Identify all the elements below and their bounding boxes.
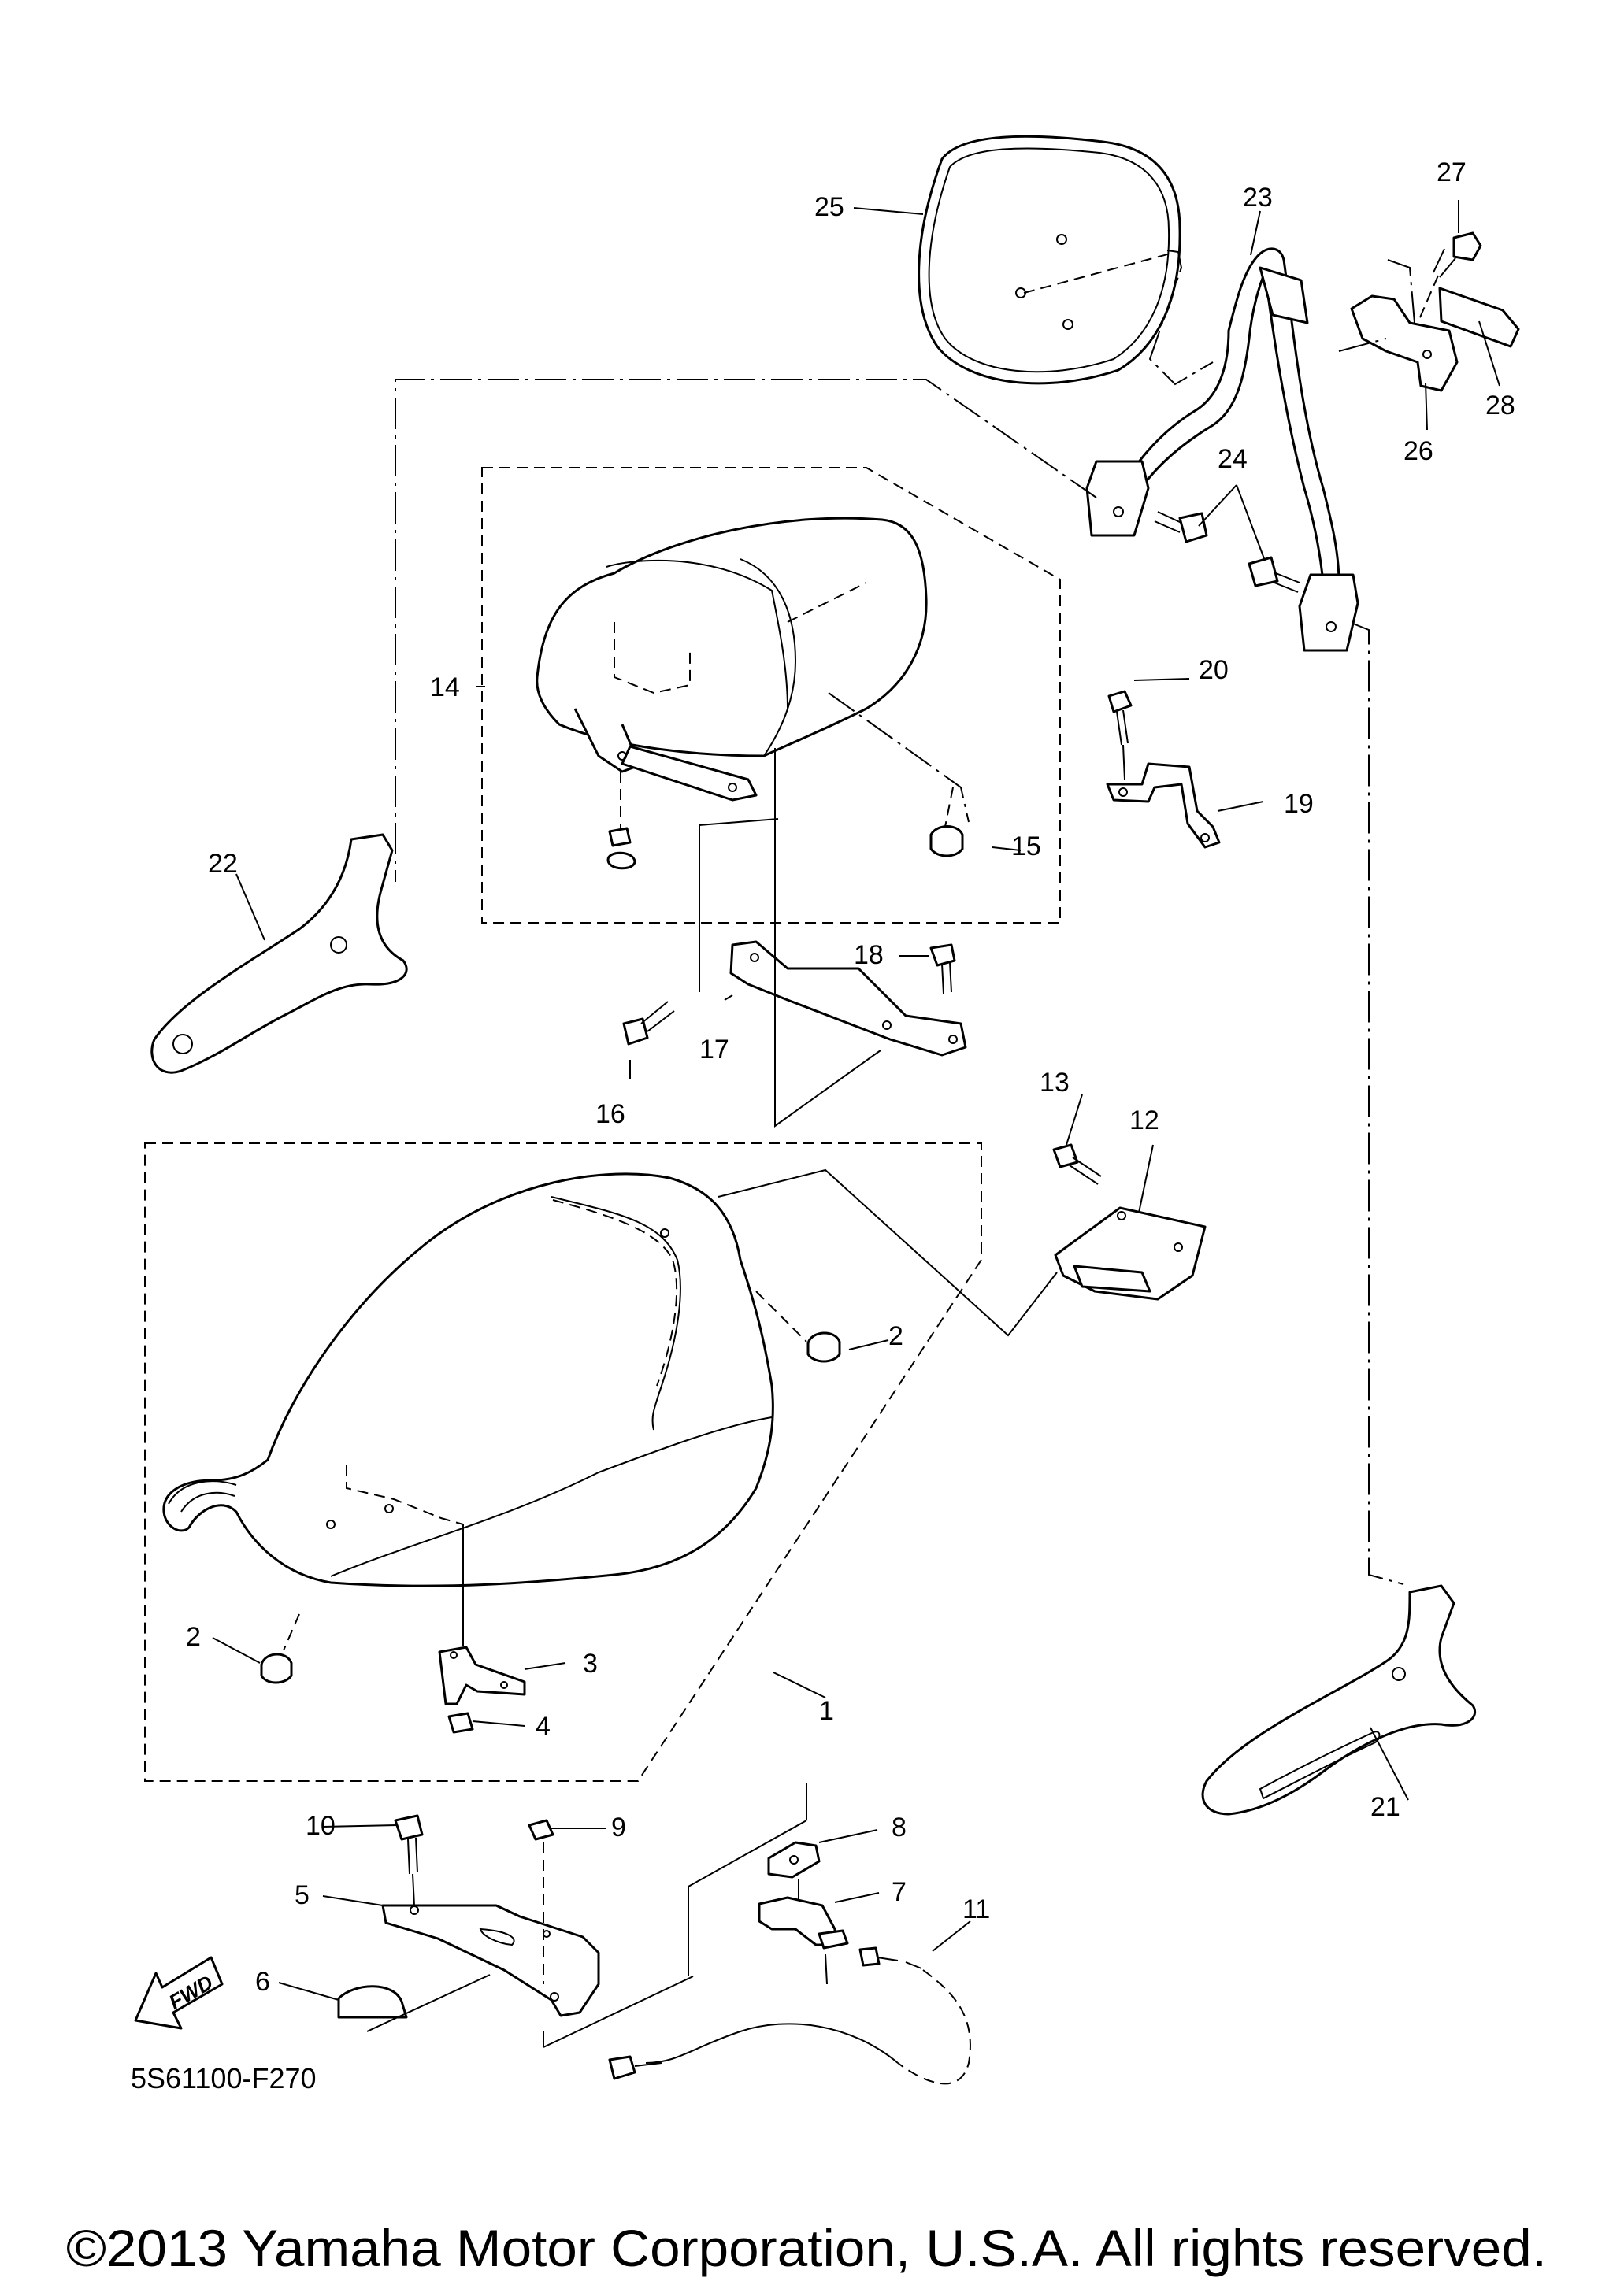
callout-leaders	[212, 200, 1500, 2001]
right-grab-handle	[1201, 1584, 1476, 1816]
front-seat-grommet-right	[755, 1291, 841, 1363]
frame-to-left-handle-line	[395, 379, 1097, 882]
callout-9: 9	[611, 1813, 626, 1842]
bracket-cover	[1438, 287, 1520, 348]
callout-22: 22	[208, 849, 238, 879]
plate-connect-lines	[366, 1974, 694, 2048]
callout-26: 26	[1403, 436, 1433, 466]
rear-seat-group-box	[481, 467, 1061, 924]
latch-washer	[767, 1841, 821, 1879]
callout-10: 10	[306, 1811, 336, 1841]
seat-cover-plate	[1054, 1206, 1207, 1301]
callout-16: 16	[595, 1099, 625, 1129]
callout-8: 8	[892, 1813, 907, 1842]
callout-18: 18	[854, 940, 884, 970]
rear-seat-grommet	[929, 787, 964, 857]
front-seat	[162, 1172, 774, 1587]
callout-13: 13	[1040, 1068, 1070, 1098]
callout-1: 1	[819, 1696, 834, 1726]
frame-bolt-lower	[1248, 556, 1300, 593]
callout-28: 28	[1485, 391, 1515, 420]
side-bracket	[1106, 762, 1221, 849]
front-seat-grommet-left	[260, 1613, 300, 1684]
callout-2-upper: 2	[888, 1321, 903, 1351]
rear-seat	[536, 517, 928, 802]
left-grab-handle	[150, 833, 408, 1074]
cover-bolt	[1052, 1143, 1102, 1185]
side-bracket-bolt	[1107, 690, 1133, 780]
lock-plate	[381, 1904, 600, 2017]
copyright-notice: ©2013 Yamaha Motor Corporation, U.S.A. A…	[66, 2219, 1547, 2277]
latch-connect-line	[688, 1783, 828, 1985]
backrest-bracket	[1350, 294, 1459, 431]
fwd-arrow-icon: FWD	[134, 1956, 224, 2030]
front-seat-nut	[447, 1712, 474, 1734]
cover-connect-line	[718, 1168, 1058, 1337]
callout-20: 20	[1199, 655, 1229, 685]
callout-25: 25	[814, 192, 844, 222]
diagram-code: 5S61100-F270	[131, 2062, 317, 2094]
callout-6: 6	[255, 1967, 270, 1997]
callout-2-lower: 2	[186, 1622, 201, 1652]
rear-seat-bracket	[729, 940, 967, 1057]
callout-23: 23	[1243, 183, 1273, 213]
callout-14: 14	[430, 672, 460, 702]
seat-lock-cable	[608, 1946, 971, 2085]
plate-bolt	[394, 1814, 424, 1906]
front-seat-group-box	[144, 1142, 982, 1782]
rear-seat-drop-line	[699, 748, 881, 1128]
callout-27: 27	[1437, 157, 1467, 187]
callout-4: 4	[536, 1712, 551, 1742]
backrest-frame	[1085, 247, 1359, 652]
callout-7: 7	[892, 1877, 907, 1907]
callout-5: 5	[295, 1880, 310, 1910]
rear-seat-mount-line	[828, 692, 970, 823]
callout-15: 15	[1011, 831, 1041, 861]
seat-latch	[758, 1879, 849, 1950]
rubber-cap	[337, 1985, 408, 2019]
bracket-bolt-right	[929, 943, 956, 994]
front-seat-bracket	[438, 1524, 526, 1705]
plate-nut	[528, 1819, 554, 1984]
frame-bolt-upper	[1154, 511, 1208, 543]
callout-17: 17	[699, 1035, 729, 1065]
callout-19: 19	[1284, 789, 1314, 819]
callout-24: 24	[1218, 444, 1248, 474]
bracket-connect-line	[1338, 259, 1415, 352]
frame-to-right-handle-line	[1352, 623, 1404, 1585]
callout-3: 3	[583, 1649, 598, 1679]
bracket-bolt-left	[622, 1001, 675, 1046]
callout-12: 12	[1129, 1105, 1159, 1135]
bracket-bolt	[1417, 231, 1482, 324]
callout-11: 11	[962, 1894, 990, 1924]
rear-seat-nut-left	[606, 772, 636, 870]
callout-21: 21	[1370, 1792, 1400, 1822]
pad-frame-alignment-line	[1148, 250, 1214, 386]
backrest-pad	[918, 135, 1181, 385]
